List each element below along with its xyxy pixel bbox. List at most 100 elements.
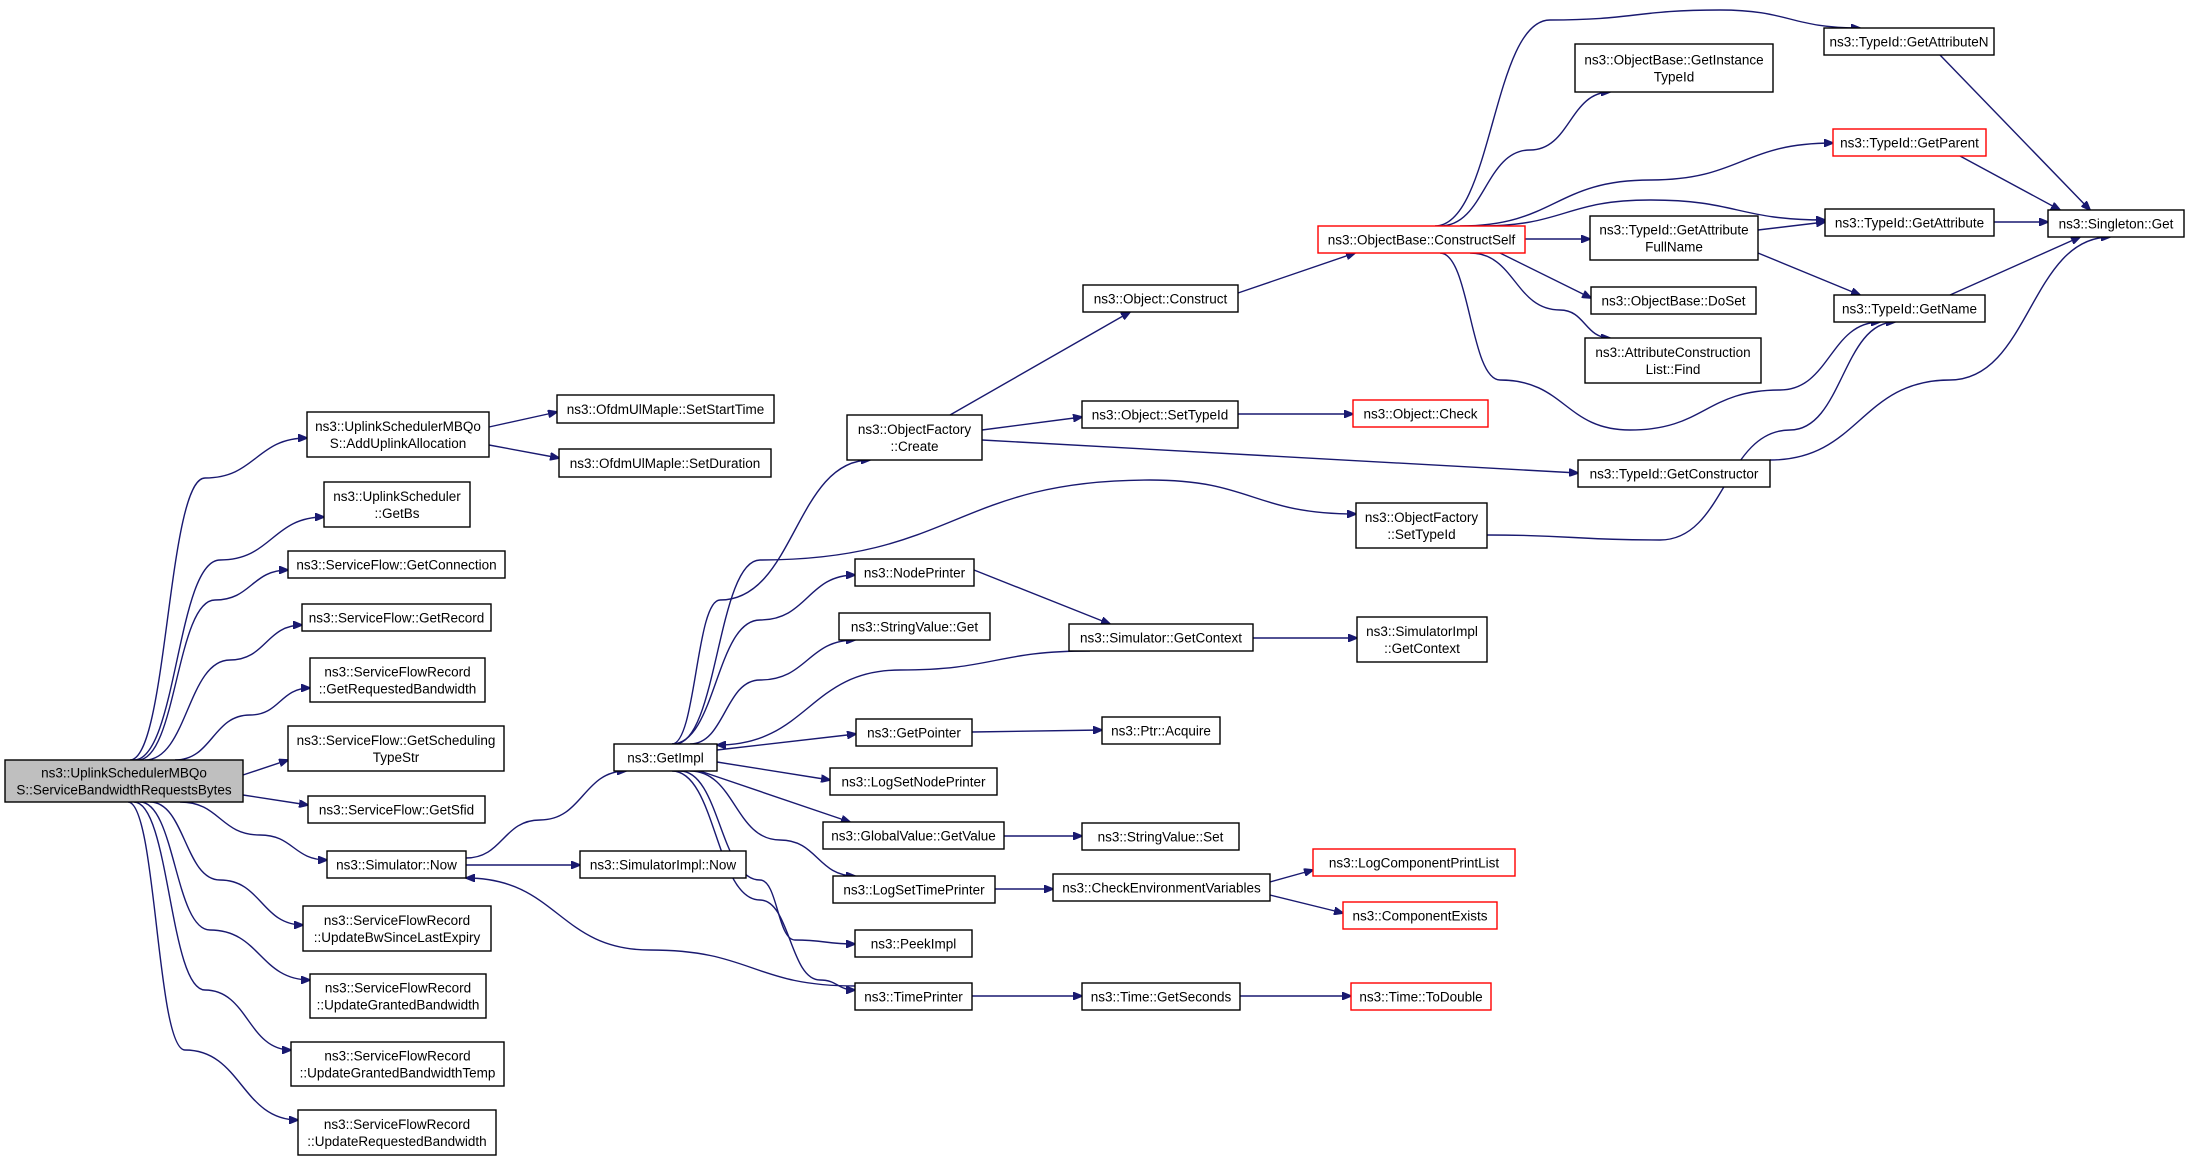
function-node-updGrantedTemp[interactable]: ns3::ServiceFlowRecord::UpdateGrantedBan… <box>290 1041 505 1087</box>
node-box <box>579 850 747 879</box>
node-label: ns3::Object::Construct <box>1094 292 1228 307</box>
function-node-simNow[interactable]: ns3::Simulator::Now <box>326 850 467 879</box>
function-node-getReqBw[interactable]: ns3::ServiceFlowRecord::GetRequestedBand… <box>309 657 486 703</box>
call-edge-getAttrFullName-to-getAttribute <box>1757 222 1825 231</box>
function-node-getImpl[interactable]: ns3::GetImpl <box>613 743 718 772</box>
node-label: ns3::ServiceFlow::GetRecord <box>309 611 485 626</box>
node-label: ns3::StringValue::Get <box>851 620 979 635</box>
call-edge-root-to-updGranted <box>139 801 310 980</box>
node-label: ::SetTypeId <box>1387 527 1455 542</box>
node-label: ::GetContext <box>1384 641 1460 656</box>
call-edge-simGetContext-to-getImpl <box>717 650 1091 745</box>
function-node-simImplNow[interactable]: ns3::SimulatorImpl::Now <box>579 850 747 879</box>
node-label: ns3::Singleton::Get <box>2059 217 2174 232</box>
function-node-getRecord[interactable]: ns3::ServiceFlow::GetRecord <box>301 603 492 632</box>
function-node-simGetContext[interactable]: ns3::Simulator::GetContext <box>1068 623 1254 652</box>
function-node-compExists[interactable]: ns3::ComponentExists <box>1342 901 1498 930</box>
node-box <box>1356 616 1488 663</box>
function-node-objConstruct[interactable]: ns3::Object::Construct <box>1082 284 1239 313</box>
function-node-peekImpl[interactable]: ns3::PeekImpl <box>854 929 973 958</box>
function-node-doSet[interactable]: ns3::ObjectBase::DoSet <box>1590 286 1757 315</box>
function-node-objFactSetTypeId[interactable]: ns3::ObjectFactory::SetTypeId <box>1355 502 1488 549</box>
function-node-strValSet[interactable]: ns3::StringValue::Set <box>1081 822 1240 851</box>
node-box <box>838 612 991 641</box>
node-label: ns3::GetPointer <box>867 726 961 741</box>
function-node-getPointer[interactable]: ns3::GetPointer <box>855 718 973 747</box>
function-node-logSetTime[interactable]: ns3::LogSetTimePrinter <box>832 875 996 904</box>
function-node-root[interactable]: ns3::UplinkSchedulerMBQoS::ServiceBandwi… <box>4 759 244 803</box>
function-node-getSfid[interactable]: ns3::ServiceFlow::GetSfid <box>307 795 486 824</box>
function-node-objFactCreate[interactable]: ns3::ObjectFactory::Create <box>846 414 983 461</box>
node-box <box>1068 623 1254 652</box>
call-edge-objFactCreate-to-getConstructor <box>981 439 1578 473</box>
call-edge-getImpl-to-objFactCreate <box>671 460 870 745</box>
call-edge-getImpl-to-strValGet <box>689 640 855 745</box>
node-label: ns3::SimulatorImpl::Now <box>590 858 737 873</box>
function-node-getBs[interactable]: ns3::UplinkScheduler::GetBs <box>323 481 471 528</box>
node-box <box>4 759 244 803</box>
function-node-setStart[interactable]: ns3::OfdmUlMaple::SetStartTime <box>556 394 775 424</box>
call-edge-root-to-getRecord <box>144 625 302 761</box>
function-node-constructSelf[interactable]: ns3::ObjectBase::ConstructSelf <box>1317 225 1526 254</box>
call-edge-getImpl-to-nodePrinter <box>671 575 855 745</box>
node-label: ns3::TypeId::GetAttribute <box>1835 216 1984 231</box>
function-node-nodePrinter[interactable]: ns3::NodePrinter <box>854 558 975 587</box>
function-node-objSetTypeId[interactable]: ns3::Object::SetTypeId <box>1081 400 1239 429</box>
function-node-getName[interactable]: ns3::TypeId::GetName <box>1833 294 1986 323</box>
node-label: ns3::ServiceFlowRecord <box>324 913 470 928</box>
function-node-checkEnv[interactable]: ns3::CheckEnvironmentVariables <box>1052 873 1271 902</box>
function-node-getAttrN[interactable]: ns3::TypeId::GetAttributeN <box>1823 27 1995 56</box>
node-box <box>832 875 996 904</box>
function-node-singletonGet[interactable]: ns3::Singleton::Get <box>2047 209 2185 238</box>
function-node-timeToDouble[interactable]: ns3::Time::ToDouble <box>1350 982 1492 1011</box>
function-node-timePrinter[interactable]: ns3::TimePrinter <box>854 982 973 1011</box>
function-node-timeGetSeconds[interactable]: ns3::Time::GetSeconds <box>1081 982 1241 1011</box>
call-edge-nodePrinter-to-simGetContext <box>973 569 1110 624</box>
function-node-logCompPrint[interactable]: ns3::LogComponentPrintList <box>1312 848 1516 877</box>
function-node-getConstructor[interactable]: ns3::TypeId::GetConstructor <box>1577 459 1771 488</box>
node-box <box>613 743 718 772</box>
node-label: ns3::UplinkScheduler <box>333 489 461 504</box>
call-edge-root-to-getReqBw <box>174 688 310 761</box>
node-label: ns3::Object::Check <box>1363 407 1477 422</box>
function-node-getAttribute[interactable]: ns3::TypeId::GetAttribute <box>1824 208 1995 237</box>
node-label: ns3::ServiceFlow::GetConnection <box>296 558 496 573</box>
call-edge-constructSelf-to-getParent <box>1459 143 1833 227</box>
node-box <box>302 905 492 952</box>
node-label: ns3::TypeId::GetAttribute <box>1599 223 1748 238</box>
call-edges <box>127 9 2110 1120</box>
function-node-globalGetValue[interactable]: ns3::GlobalValue::GetValue <box>822 821 1005 850</box>
call-edge-constructSelf-to-getAttrN <box>1434 9 1860 227</box>
function-node-updRequested[interactable]: ns3::ServiceFlowRecord::UpdateRequestedB… <box>297 1109 497 1156</box>
function-node-ptrAcquire[interactable]: ns3::Ptr::Acquire <box>1101 716 1221 745</box>
node-label: S::ServiceBandwidthRequestsBytes <box>16 783 232 798</box>
node-box <box>556 394 775 424</box>
node-label: ns3::TypeId::GetParent <box>1840 136 1979 151</box>
node-label: ::GetBs <box>374 506 419 521</box>
function-node-objCheck[interactable]: ns3::Object::Check <box>1352 399 1489 428</box>
function-node-updBwSince[interactable]: ns3::ServiceFlowRecord::UpdateBwSinceLas… <box>302 905 492 952</box>
function-node-setDur[interactable]: ns3::OfdmUlMaple::SetDuration <box>558 448 772 478</box>
node-box <box>1312 848 1516 877</box>
call-edge-getName-to-singletonGet <box>1949 237 2080 296</box>
function-node-addUplink[interactable]: ns3::UplinkSchedulerMBQoS::AddUplinkAllo… <box>306 411 490 458</box>
node-label: ns3::CheckEnvironmentVariables <box>1062 881 1261 896</box>
function-node-logSetNode[interactable]: ns3::LogSetNodePrinter <box>829 767 998 796</box>
call-nodes: ns3::UplinkSchedulerMBQoS::ServiceBandwi… <box>4 27 2185 1156</box>
call-edge-getImpl-to-logSetTime <box>689 770 855 876</box>
node-box <box>1350 982 1492 1011</box>
call-edge-root-to-getConn <box>137 570 288 761</box>
node-label: ns3::ObjectBase::DoSet <box>1601 294 1745 309</box>
node-label: ::UpdateGrantedBandwidthTemp <box>300 1066 496 1081</box>
node-label: ns3::SimulatorImpl <box>1366 624 1478 639</box>
function-node-strValGet[interactable]: ns3::StringValue::Get <box>838 612 991 641</box>
node-label: ns3::ServiceFlow::GetSfid <box>319 803 474 818</box>
function-node-simImplGetContext[interactable]: ns3::SimulatorImpl::GetContext <box>1356 616 1488 663</box>
function-node-getConn[interactable]: ns3::ServiceFlow::GetConnection <box>287 550 506 579</box>
function-node-updGranted[interactable]: ns3::ServiceFlowRecord::UpdateGrantedBan… <box>309 973 487 1019</box>
function-node-getParent[interactable]: ns3::TypeId::GetParent <box>1832 128 1987 157</box>
